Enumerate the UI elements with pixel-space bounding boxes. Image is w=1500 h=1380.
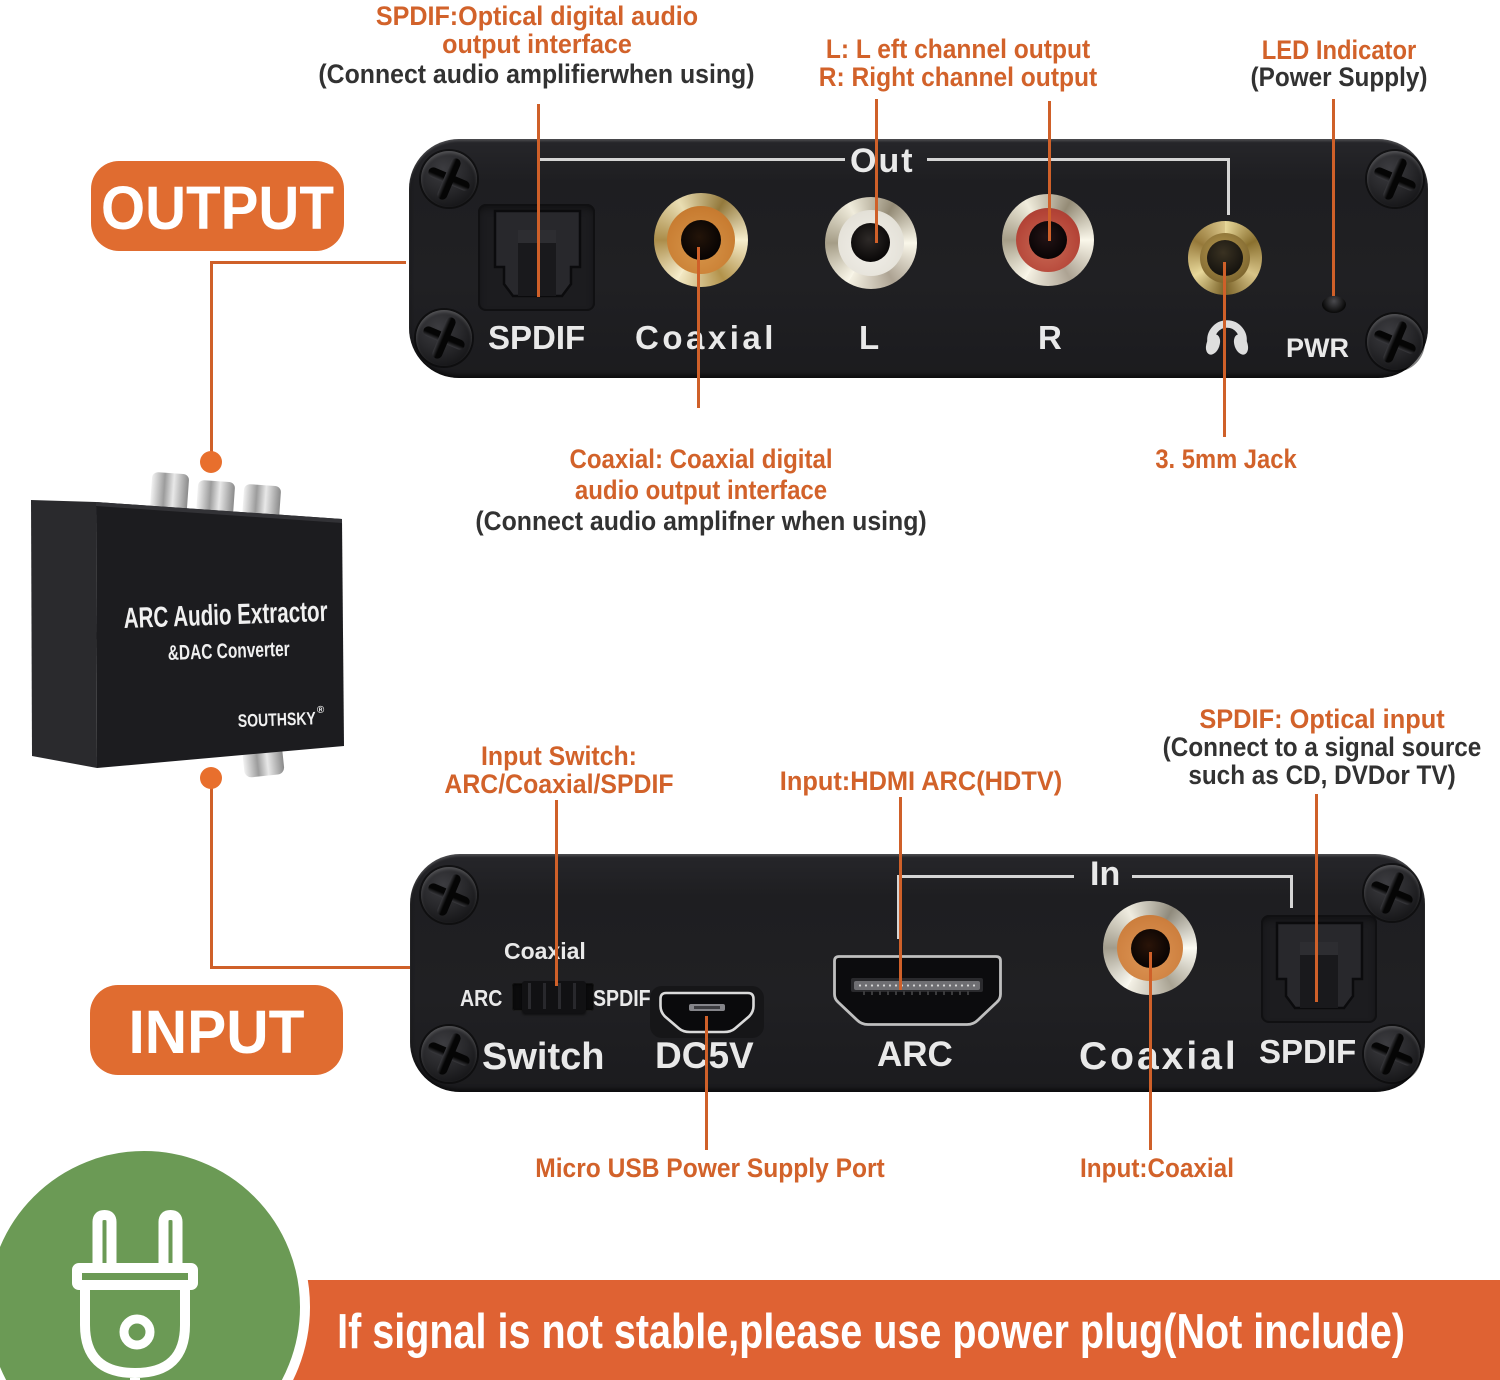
svg-text:ARC Audio Extractor: ARC Audio Extractor: [123, 596, 328, 635]
svg-text:&DAC Converter: &DAC Converter: [167, 638, 290, 665]
svg-text:®: ®: [317, 705, 325, 716]
svg-text:SOUTHSKY: SOUTHSKY: [237, 708, 316, 731]
